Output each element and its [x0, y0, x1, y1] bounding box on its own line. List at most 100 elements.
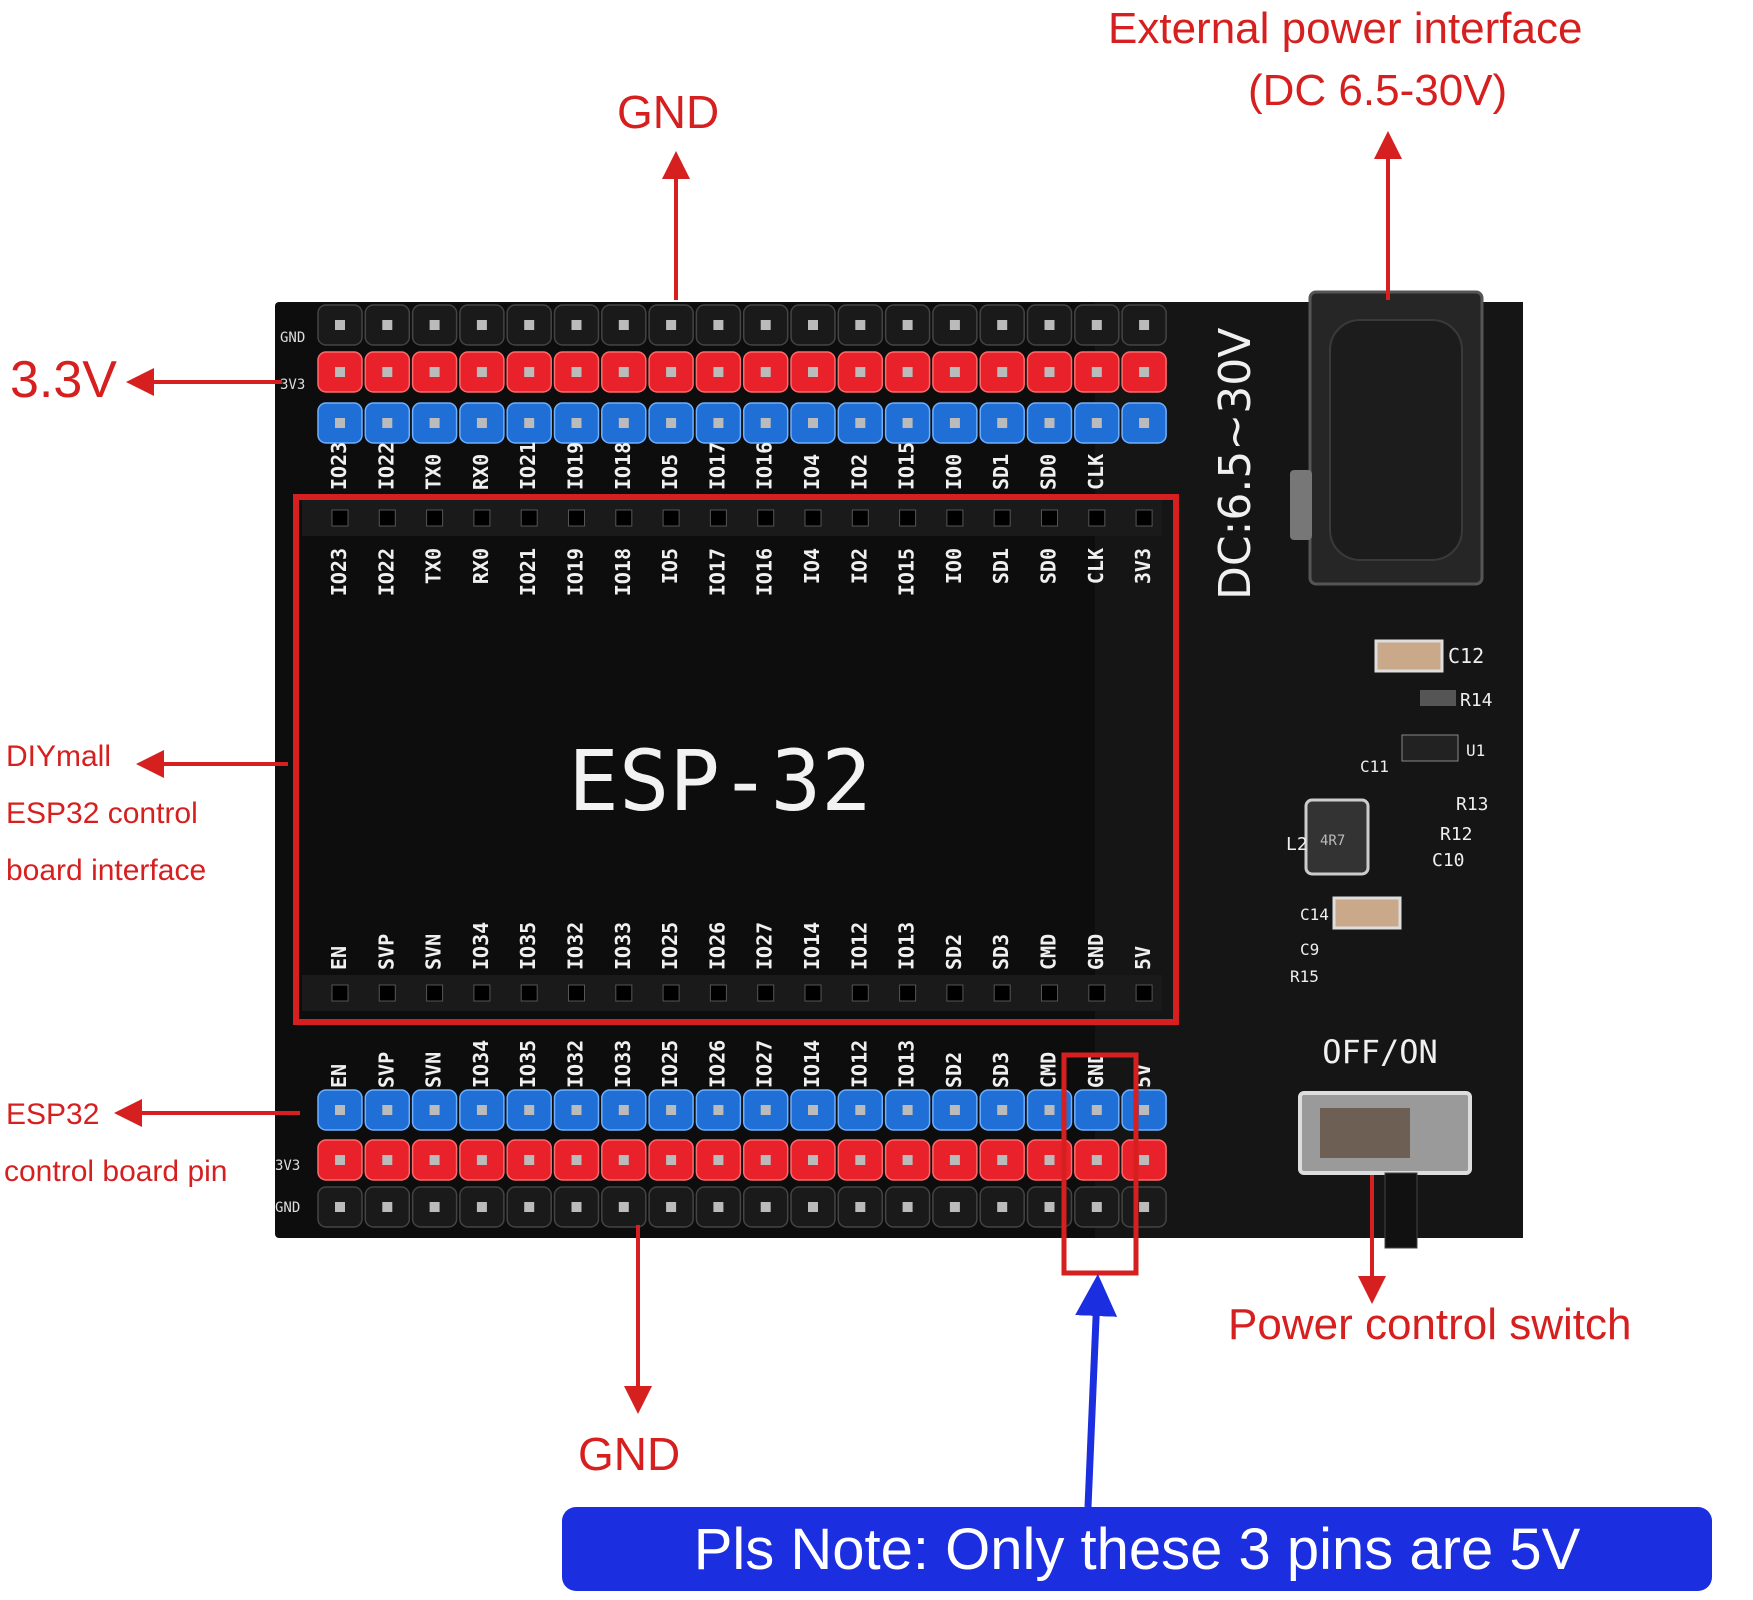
- top-io-pin: [884, 402, 931, 444]
- bottom-io-pin: [790, 1089, 836, 1131]
- top-io-pin: [1026, 402, 1073, 444]
- dc-voltage-label: DC:6.5~30V: [1210, 328, 1261, 600]
- capacitor-c14: [1332, 896, 1402, 930]
- pin-label: IO33: [611, 922, 635, 970]
- row-label-gnd-bottom: GND: [275, 1200, 300, 1216]
- bottom-3v3-pin: [553, 1139, 600, 1181]
- 5v-note-banner: Pls Note: Only these 3 pins are 5V: [562, 1507, 1712, 1591]
- top-gnd-pin: [553, 304, 600, 346]
- top-io-pin: [932, 402, 978, 444]
- pin-label: IO23: [327, 442, 351, 490]
- label-c14: C14: [1300, 905, 1329, 924]
- pin-label: SD3: [989, 1052, 1013, 1088]
- pin-label: IO19: [564, 548, 588, 596]
- bottom-gnd-pin: [1026, 1186, 1073, 1228]
- pin-label: CLK: [1084, 454, 1108, 490]
- pin-label: IO4: [800, 548, 824, 584]
- pin-label: IO12: [847, 1040, 871, 1088]
- inductor-l2: [1304, 798, 1370, 876]
- pin-label: TX0: [422, 548, 446, 584]
- pin-label: SD1: [989, 454, 1013, 490]
- top-3v3-pin: [1121, 351, 1167, 393]
- pin-label: IO18: [611, 548, 635, 596]
- bottom-io-pin: [364, 1089, 411, 1131]
- pin-label: IO16: [753, 442, 777, 490]
- pin-label: CLK: [1084, 548, 1108, 584]
- pin-label: IO2: [847, 454, 871, 490]
- top-io-pin: [837, 402, 884, 444]
- top-gnd-pin: [648, 304, 694, 346]
- socket-hole: [1088, 509, 1106, 527]
- bottom-gnd-pin: [1074, 1186, 1120, 1228]
- top-gnd-pin: [411, 304, 458, 346]
- pin-label: SD2: [942, 1052, 966, 1088]
- top-gnd-pin: [506, 304, 552, 346]
- diymall-label-line1: DIYmall: [6, 740, 112, 773]
- pin-label: RX0: [469, 454, 493, 490]
- bottom-io-pin: [506, 1089, 552, 1131]
- pin-label: IO12: [847, 922, 871, 970]
- top-3v3-pin: [1074, 351, 1120, 393]
- bottom-io-pin: [695, 1089, 742, 1131]
- top-3v3-pin: [601, 351, 647, 393]
- pin-label: IO13: [895, 922, 919, 970]
- socket-hole: [804, 509, 822, 527]
- socket-hole: [993, 984, 1011, 1002]
- bottom-io-pin: [1074, 1089, 1120, 1131]
- bottom-3v3-pin: [884, 1139, 931, 1181]
- bottom-gnd-pin: [364, 1186, 411, 1228]
- pin-label: CMD: [1037, 934, 1061, 970]
- pin-label: IO25: [658, 922, 682, 970]
- bottom-io-pin: [459, 1089, 505, 1131]
- socket-hole: [473, 984, 491, 1002]
- top-3v3-pin: [506, 351, 552, 393]
- bottom-gnd-pin: [601, 1186, 647, 1228]
- label-c12: C12: [1448, 644, 1484, 668]
- top-3v3-pin: [790, 351, 836, 393]
- bottom-gnd-pin: [506, 1186, 552, 1228]
- label-u1: U1: [1466, 741, 1485, 760]
- label-c11: C11: [1360, 757, 1389, 776]
- top-gnd-pin: [1074, 304, 1120, 346]
- pin-label: IO19: [564, 442, 588, 490]
- socket-hole: [709, 984, 727, 1002]
- bottom-io-pin: [411, 1089, 458, 1131]
- top-io-pin: [317, 402, 363, 444]
- gnd-top-label: GND: [617, 86, 720, 138]
- top-io-pin: [1074, 402, 1120, 444]
- bottom-3v3-pin: [742, 1139, 789, 1181]
- label-r15: R15: [1290, 967, 1319, 986]
- pin-label: IO23: [327, 548, 351, 596]
- pin-label: IO17: [705, 442, 729, 490]
- pin-label: SD0: [1037, 454, 1061, 490]
- socket-hole: [851, 509, 869, 527]
- 5v-pins-box: [1061, 1052, 1139, 1276]
- top-3v3-pin: [695, 351, 742, 393]
- pin-label: IO5: [658, 454, 682, 490]
- bottom-3v3-pin: [790, 1139, 836, 1181]
- socket-hole: [615, 984, 633, 1002]
- label-l2: L2: [1286, 834, 1308, 855]
- top-gnd-pin: [884, 304, 931, 346]
- bottom-3v3-pin: [459, 1139, 505, 1181]
- bottom-3v3-pin: [1121, 1139, 1167, 1181]
- module-label: ESP-32: [568, 732, 871, 830]
- pin-label: IO34: [469, 1040, 493, 1088]
- power-switch-lever: [1384, 1172, 1418, 1249]
- bottom-3v3-pin: [506, 1139, 552, 1181]
- top-io-pin: [648, 402, 694, 444]
- bottom-3v3-pin: [979, 1139, 1025, 1181]
- top-gnd-pin: [979, 304, 1025, 346]
- bottom-io-pin: [1121, 1089, 1167, 1131]
- top-gnd-pin: [742, 304, 789, 346]
- label-c10: C10: [1432, 850, 1465, 871]
- esp32-interface-box: [293, 494, 1179, 1025]
- top-io-pin: [553, 402, 600, 444]
- pin-label: IO0: [942, 454, 966, 490]
- label-4r7: 4R7: [1320, 833, 1345, 849]
- dc-jack-side-pin: [1290, 470, 1312, 540]
- socket-hole: [662, 984, 680, 1002]
- top-3v3-pin: [411, 351, 458, 393]
- socket-hole: [851, 984, 869, 1002]
